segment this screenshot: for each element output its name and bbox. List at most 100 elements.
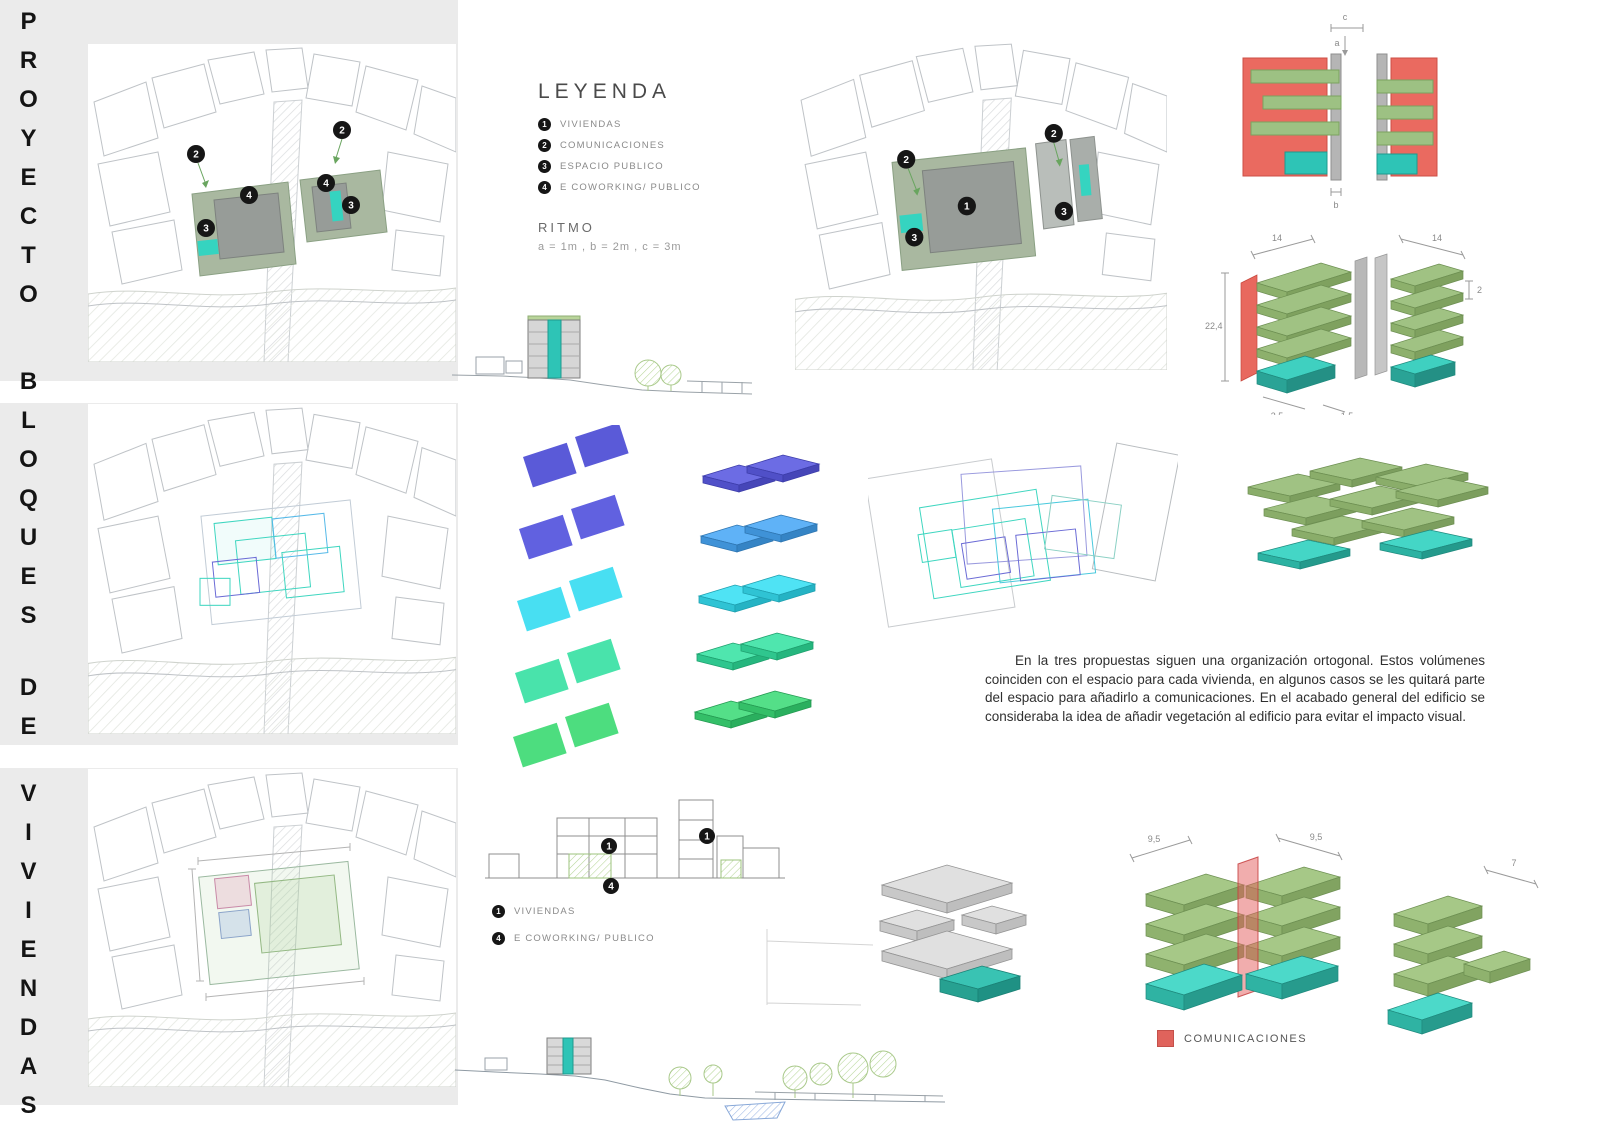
facade-rhythm-diagram: c a b	[1235, 8, 1445, 223]
section-marker-2: 4	[608, 882, 614, 893]
dim-3-5: 3,5	[1271, 411, 1284, 415]
construction-guides	[765, 925, 875, 1010]
plan1-marker-2: 2	[339, 126, 345, 137]
facade-rhythm-drawing: c a b	[1242, 12, 1438, 210]
dim-a-label: a	[1334, 38, 1339, 48]
volume-plates-diagram	[505, 425, 860, 770]
section-marker-0: 1	[606, 842, 612, 853]
section-trees	[668, 1050, 897, 1098]
dimensioned-axon: 14 14 2 22,4 3,5 1,5	[1205, 225, 1490, 415]
description-paragraph: En la tres propuestas siguen una organiz…	[985, 653, 1485, 724]
green-axon-dims	[1129, 833, 1343, 863]
plan1-marker-0: 2	[193, 150, 199, 161]
legend-title: LEYENDA	[538, 80, 672, 103]
legend-item-label: COMUNICACIONES	[560, 140, 665, 151]
communications-label: COMUNICACIONES	[1184, 1032, 1308, 1045]
section-elevation-2-drawing: 1 1 4	[485, 799, 785, 894]
site-plan-2-drawing	[88, 407, 456, 734]
elevation1-buildings	[475, 315, 581, 379]
green-axon-small-dim	[1483, 865, 1539, 889]
site-plan-3-drawing	[88, 772, 456, 1087]
bottom-legend: 1 VIVIENDAS 4 E COWORKING/ PUBLICO	[492, 905, 655, 959]
plan1-marker-3: 4	[323, 179, 329, 190]
legend-item-espacio-publico: 3 ESPACIO PUBLICO	[538, 160, 778, 173]
dim-9-5-right: 9,5	[1310, 832, 1323, 842]
axon-building	[1240, 253, 1465, 394]
pond	[724, 1101, 786, 1121]
dimensioned-axon-drawing: 14 14 2 22,4 3,5 1,5	[1205, 233, 1482, 415]
plan4-marker-1: 1	[964, 202, 970, 213]
elevation1-trees	[634, 359, 682, 391]
plan1-marker-1: 4	[246, 191, 252, 202]
slab-stack-axon	[1230, 438, 1510, 578]
site-section-drawing	[455, 1037, 945, 1121]
ritmo-text: a = 1m , b = 2m , c = 3m	[538, 241, 682, 253]
green-axon-teal-bases	[1144, 955, 1340, 1011]
legend-item-label: VIVIENDAS	[560, 119, 622, 130]
site-section	[455, 1018, 945, 1128]
legend-item-comunicaciones: 2 COMUNICACIONES	[538, 139, 778, 152]
elevation2-markers: 1 1 4	[601, 828, 715, 894]
number-4-icon: 4	[538, 181, 551, 194]
dim-b-label: b	[1333, 200, 1338, 210]
number-2-icon: 2	[538, 139, 551, 152]
volume-plates-drawing	[513, 425, 821, 768]
section-bridge	[754, 1091, 944, 1102]
green-axon-small-drawing: 7	[1386, 858, 1539, 1035]
title-word-proyecto: PROYECTO	[15, 8, 42, 320]
title-word-bloques: BLOQUES	[15, 368, 42, 641]
elevation2-outlines	[485, 799, 785, 879]
communications-legend: COMUNICACIONES	[1157, 1030, 1307, 1047]
legend-item-label: ESPACIO PUBLICO	[560, 161, 664, 172]
legend-item-coworking: 4 E COWORKING/ PUBLICO	[538, 181, 778, 194]
street-elevation-1	[452, 295, 752, 415]
number-1-icon: 1	[492, 905, 505, 918]
dim-b	[1330, 188, 1342, 196]
title-word-viviendas: VIVIENDAS	[15, 780, 42, 1130]
number-1-icon: 1	[538, 118, 551, 131]
plan4-marker-4: 3	[911, 233, 917, 244]
site-plan-1-drawing: 2 4 2 4 3 3	[88, 47, 456, 362]
green-axon-small-teal-base	[1386, 992, 1474, 1035]
construction-guides-drawing	[766, 929, 874, 1006]
plan4-marker-0: 2	[903, 155, 909, 166]
section-marker-1: 1	[704, 832, 710, 843]
plan4-marker-2: 2	[1051, 129, 1057, 140]
wireframe-overlay-diagram	[868, 440, 1178, 650]
site-plan-1-panel: 2 4 2 4 3 3	[88, 44, 456, 362]
gray-massing-drawing	[878, 864, 1028, 1003]
dim-1-5: 1,5	[1341, 411, 1354, 415]
axon-dim-lines	[1221, 234, 1473, 413]
elevation1-bridge	[686, 380, 752, 393]
number-3-icon: 3	[538, 160, 551, 173]
site-plan-4-panel: 2 1 2 3 3	[795, 40, 1167, 370]
site-plan-2-panel	[88, 404, 456, 734]
dim-9-5-left: 9,5	[1148, 834, 1161, 844]
green-axon-core-drawing: 9,5 9,5	[1129, 832, 1343, 1011]
green-axon-slabs	[1144, 866, 1342, 978]
teal-slabs	[1257, 529, 1473, 570]
dim-c	[1330, 24, 1364, 32]
dim-22-4: 22,4	[1205, 321, 1223, 331]
facade-blocks	[1242, 53, 1438, 181]
wireframe-rects	[868, 442, 1178, 628]
green-axon-small: 7	[1368, 852, 1553, 1057]
ground-line	[455, 1069, 945, 1103]
plan1-marker-4: 3	[348, 201, 354, 212]
legend-block: LEYENDA 1 VIVIENDAS 2 COMUNICACIONES 3 E…	[538, 80, 778, 253]
dim-2: 2	[1477, 285, 1482, 295]
green-slabs	[1247, 457, 1489, 546]
legend-item-label: E COWORKING/ PUBLICO	[560, 182, 701, 193]
ritmo-title: RITMO	[538, 220, 595, 235]
plan2-volume-outlines	[199, 499, 362, 626]
plates-solid-column	[513, 425, 629, 768]
section-elevation-2: 1 1 4	[485, 790, 785, 902]
gray-massing-axon	[862, 855, 1052, 1020]
street-elevation-1-drawing	[452, 315, 752, 395]
bottom-legend-coworking: 4 E COWORKING/ PUBLICO	[492, 932, 655, 945]
gray-slabs	[878, 864, 1028, 980]
dim-7: 7	[1511, 858, 1516, 868]
plan3-volume-overlays	[188, 843, 365, 1001]
gray-axon-teal-base	[938, 965, 1022, 1003]
